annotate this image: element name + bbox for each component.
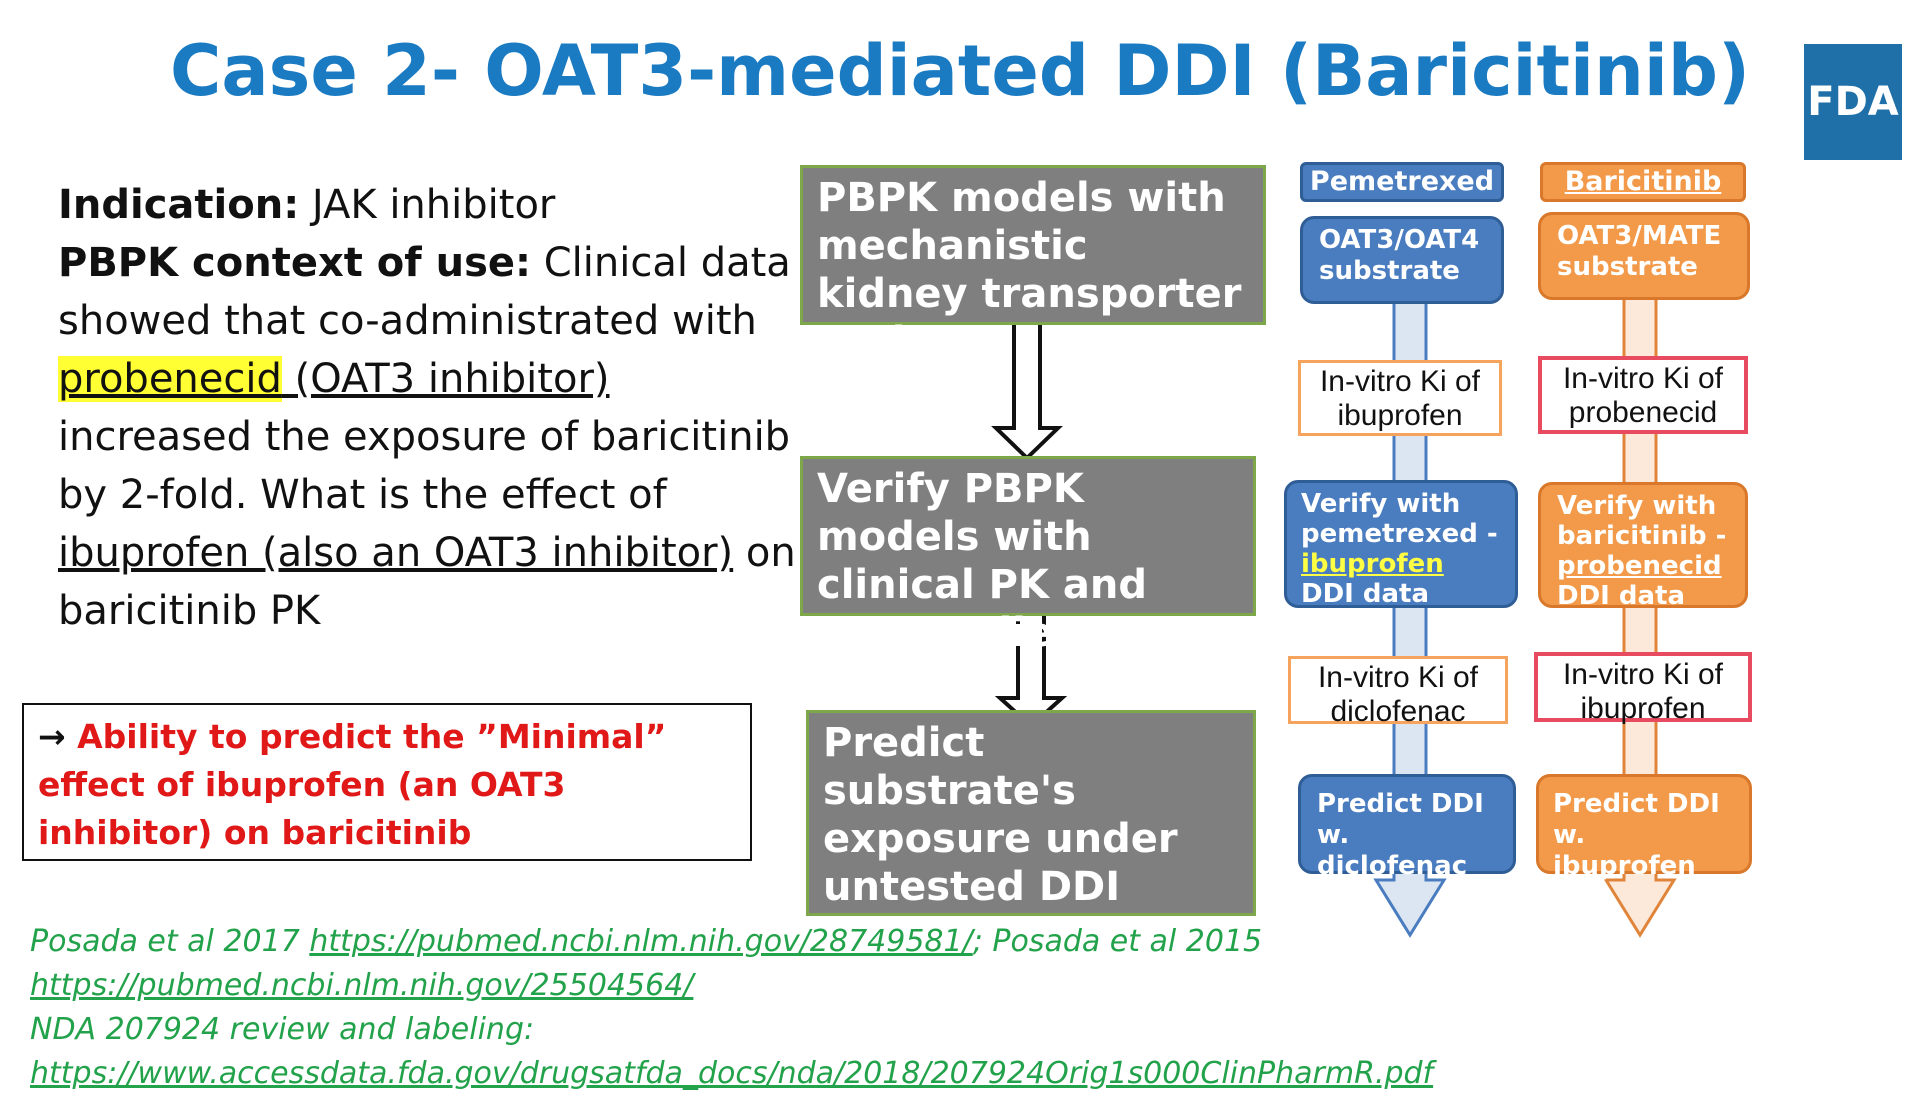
baricitinib-ki-probenecid: In-vitro Ki of probenecid — [1538, 356, 1748, 434]
indication-label: Indication: — [58, 182, 300, 228]
reference-text: ; Posada et al 2015 — [972, 924, 1263, 959]
pemetrexed-ki-ibuprofen: In-vitro Ki of ibuprofen — [1298, 360, 1502, 436]
reference-line-2: https://pubmed.ncbi.nlm.nih.gov/25504564… — [30, 964, 1530, 1008]
reference-link[interactable]: https://www.accessdata.fda.gov/drugsatfd… — [30, 1056, 1434, 1091]
flow-step-verify: Verify PBPK models with clinical PK and … — [800, 456, 1256, 656]
baricitinib-header: Baricitinib — [1540, 162, 1746, 202]
reference-link[interactable]: https://pubmed.ncbi.nlm.nih.gov/25504564… — [30, 968, 694, 1003]
down-arrow-icon — [991, 306, 1063, 461]
baricitinib-verify-text-1: Verify with baricitinib - — [1557, 491, 1727, 551]
baricitinib-verify-text-2: DDI data — [1557, 581, 1686, 611]
fda-logo: FDA — [1804, 44, 1902, 160]
pemetrexed-verify: Verify with pemetrexed - ibuprofen DDI d… — [1284, 480, 1518, 609]
context-text-1: Clinical data showed that co-administrat… — [58, 240, 791, 344]
probenecid-highlight: probenecid — [58, 356, 282, 402]
pemetrexed-ki-diclofenac: In-vitro Ki of diclofenac — [1288, 656, 1508, 728]
baricitinib-substrate: OAT3/MATE substrate — [1538, 212, 1750, 300]
flow-step-models: PBPK models with mechanistic kidney tran… — [800, 165, 1266, 365]
arrow-icon: → — [38, 717, 66, 756]
baricitinib-verify: Verify with baricitinib - probenecid DDI… — [1538, 482, 1748, 611]
pemetrexed-verify-highlight: ibuprofen — [1301, 549, 1444, 579]
baricitinib-header-label: Baricitinib — [1564, 166, 1722, 197]
baricitinib-verify-underline: probenecid — [1557, 551, 1722, 581]
conclusion-box: → Ability to predict the ”Minimal” effec… — [22, 703, 752, 861]
context-label: PBPK context of use: — [58, 240, 532, 286]
flow-step-predict: Predict substrate's exposure under untes… — [806, 710, 1256, 958]
references: Posada et al 2017 https://pubmed.ncbi.nl… — [30, 920, 1530, 1096]
pemetrexed-verify-text-2: DDI data — [1301, 579, 1430, 609]
indication-value: JAK inhibitor — [299, 182, 556, 228]
reference-line-3: NDA 207924 review and labeling: — [30, 1012, 535, 1047]
baricitinib-predict: Predict DDI w. ibuprofen — [1536, 774, 1752, 881]
conclusion-text: Ability to predict the ”Minimal” effect … — [38, 717, 667, 852]
context-text-3: on baricitinib PK — [58, 530, 796, 634]
pemetrexed-substrate: OAT3/OAT4 substrate — [1300, 216, 1504, 304]
slide-title: Case 2- OAT3-mediated DDI (Baricitinib) — [170, 30, 1750, 112]
pemetrexed-predict: Predict DDI w. diclofenac — [1298, 774, 1516, 881]
baricitinib-ki-ibuprofen: In-vitro Ki of ibuprofen — [1534, 652, 1752, 725]
description-text: Indication: JAK inhibitor PBPK context o… — [58, 176, 798, 640]
reference-line-4: https://www.accessdata.fda.gov/drugsatfd… — [30, 1052, 1530, 1096]
pemetrexed-header: Pemetrexed — [1300, 162, 1504, 202]
reference-text: Posada et al 2017 — [30, 924, 310, 959]
context-text-2: increased the exposure of baricitinib by… — [58, 414, 791, 518]
reference-line-1: Posada et al 2017 https://pubmed.ncbi.nl… — [30, 920, 1530, 964]
reference-link[interactable]: https://pubmed.ncbi.nlm.nih.gov/28749581… — [309, 924, 973, 959]
probenecid-note: (OAT3 inhibitor) — [281, 356, 610, 402]
pemetrexed-verify-text-1: Verify with pemetrexed - — [1301, 489, 1498, 549]
ibuprofen-note: ibuprofen (also an OAT3 inhibitor) — [58, 530, 734, 576]
